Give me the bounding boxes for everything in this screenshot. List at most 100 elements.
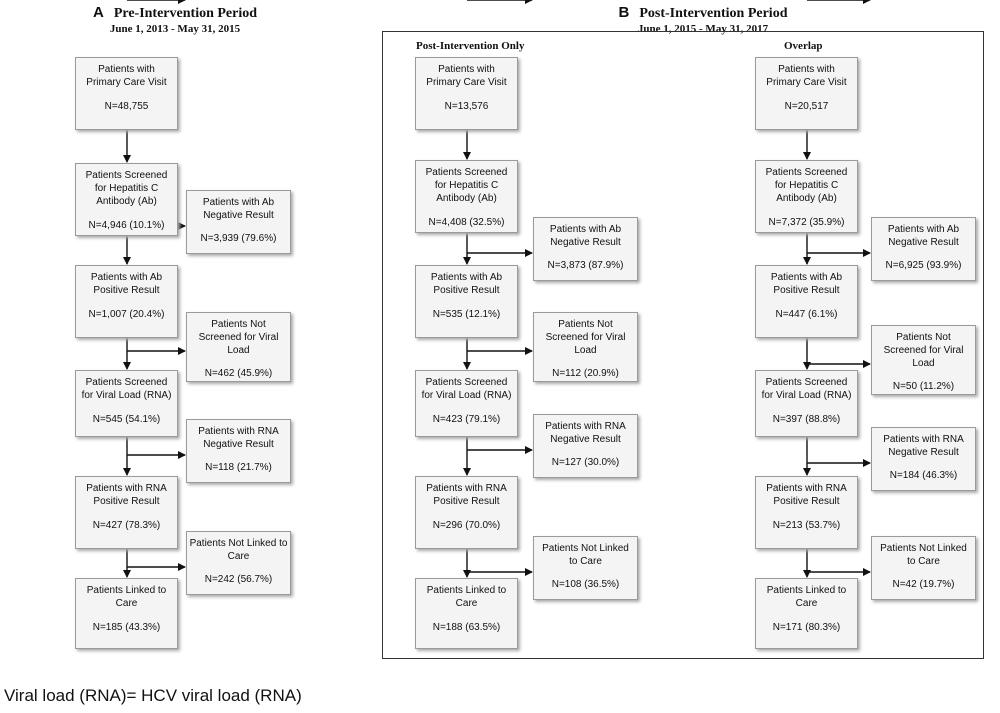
overlap-step-box-count: N=397 (88.8%) — [772, 414, 841, 425]
post-intervention-only-step-box-count: N=188 (63.5%) — [432, 622, 501, 633]
overlap-step-box-count: N=7,372 (35.9%) — [768, 217, 845, 228]
post-intervention-only-step-box-label: Patients with Ab Positive Result — [430, 272, 503, 296]
panel-a-step-box-count: N=427 (78.3%) — [92, 520, 161, 531]
post-intervention-only-excluded-box-label: Patients with RNA Negative Result — [545, 421, 626, 445]
post-intervention-only-excluded-box-label: Patients Not Linked to Care — [542, 543, 629, 567]
post-intervention-only-step-box-label: Patients with Primary Care Visit — [426, 64, 507, 88]
post-intervention-only-step-box-count: N=296 (70.0%) — [432, 520, 501, 531]
post-intervention-only-step-box-count: N=4,408 (32.5%) — [428, 217, 505, 228]
panel-a-step-box-label: Patients Screened for Viral Load (RNA) — [81, 377, 172, 401]
panel-b-title: Post-Intervention Period — [639, 6, 788, 21]
overlap-step-box-label: Patients Screened for Viral Load (RNA) — [761, 377, 852, 401]
panel-a-step-box-count: N=4,946 (10.1%) — [88, 220, 165, 231]
overlap-step-box-label: Patients with RNA Positive Result — [766, 483, 847, 507]
panel-a-step-box: Patients Screened for Viral Load (RNA) N=… — [75, 370, 178, 437]
panel-a-excluded-box-count: N=118 (21.7%) — [205, 462, 272, 473]
overlap-step-box-label: Patients Linked to Care — [766, 585, 847, 609]
post-intervention-only-excluded-box-label: Patients with Ab Negative Result — [549, 224, 622, 248]
post-intervention-only-step-box-count: N=423 (79.1%) — [432, 414, 501, 425]
panel-a-excluded-box-label: Patients with Ab Negative Result — [202, 197, 275, 221]
post-intervention-only-excluded-box-label: Patients Not Screened for Viral Load — [545, 319, 626, 356]
overlap-step-box-count: N=171 (80.3%) — [772, 622, 841, 633]
panel-b-header: B Post-Intervention Period June 1, 2015 -… — [588, 4, 818, 35]
panel-a-letter: A — [92, 4, 104, 21]
panel-a-step-box-count: N=48,755 — [104, 101, 149, 112]
overlap-excluded-box-count: N=50 (11.2%) — [892, 381, 955, 392]
post-intervention-only-excluded-box-count: N=127 (30.0%) — [551, 457, 620, 468]
overlap-step-box-count: N=447 (6.1%) — [775, 309, 838, 320]
panel-a-step-box: Patients Screened for Hepatitis C Antibo… — [75, 163, 178, 236]
overlap-excluded-box-label: Patients with RNA Negative Result — [883, 434, 964, 458]
overlap-step-box-label: Patients with Ab Positive Result — [770, 272, 843, 296]
overlap-excluded-box-label: Patients with Ab Negative Result — [887, 224, 960, 248]
panel-a-excluded-box-label: Patients Not Linked to Care — [189, 538, 288, 562]
post-intervention-only-excluded-box-count: N=108 (36.5%) — [551, 579, 620, 590]
panel-a-step-box-label: Patients with Ab Positive Result — [90, 272, 163, 296]
panel-a-excluded-box-count: N=3,939 (79.6%) — [200, 233, 277, 244]
panel-a-step-box-count: N=1,007 (20.4%) — [88, 309, 165, 320]
post-intervention-only-excluded-box-count: N=112 (20.9%) — [552, 368, 619, 379]
overlap-excluded-box-label: Patients Not Linked to Care — [880, 543, 967, 567]
overlap-step-box-count: N=20,517 — [784, 101, 829, 112]
post-intervention-only-step-box-label: Patients with RNA Positive Result — [426, 483, 507, 507]
panel-a-step-box-label: Patients with Primary Care Visit — [86, 64, 167, 88]
post-intervention-only-step-box-label: Patients Screened for Viral Load (RNA) — [421, 377, 512, 401]
column-heading-post-intervention-only: Post-Intervention Only — [416, 40, 525, 52]
post-intervention-only-excluded-box-count: N=3,873 (87.9%) — [547, 260, 624, 271]
panel-a-step-box-label: Patients with RNA Positive Result — [86, 483, 167, 507]
panel-a-excluded-box-label: Patients Not Screened for Viral Load — [198, 319, 279, 356]
panel-a-excluded-box-count: N=462 (45.9%) — [204, 368, 273, 379]
overlap-step-box-count: N=213 (53.7%) — [772, 520, 841, 531]
panel-b-frame — [382, 31, 984, 659]
footnote: Viral load (RNA)= HCV viral load (RNA) — [4, 686, 302, 705]
overlap-excluded-box-count: N=6,925 (93.9%) — [885, 260, 962, 271]
overlap-excluded-box-count: N=184 (46.3%) — [889, 470, 958, 481]
panel-a-excluded-box-count: N=242 (56.7%) — [204, 574, 273, 585]
post-intervention-only-step-box: Patients Screened for Viral Load (RNA) N=… — [415, 370, 518, 437]
panel-a-step-box-label: Patients Linked to Care — [86, 585, 167, 609]
post-intervention-only-step-box-label: Patients Linked to Care — [426, 585, 507, 609]
panel-b-letter: B — [618, 4, 630, 21]
overlap-step-box-label: Patients Screened for Hepatitis C Antibo… — [765, 167, 848, 204]
post-intervention-only-step-box: Patients Screened for Hepatitis C Antibo… — [415, 160, 518, 233]
panel-a-step-box-count: N=185 (43.3%) — [92, 622, 161, 633]
panel-a-title: Pre-Intervention Period — [113, 6, 258, 21]
post-intervention-only-step-box-label: Patients Screened for Hepatitis C Antibo… — [425, 167, 508, 204]
panel-a-header: A Pre-Intervention Period June 1, 2013 - … — [60, 4, 290, 35]
panel-a-step-box-label: Patients Screened for Hepatitis C Antibo… — [85, 170, 168, 207]
panel-b-dates: June 1, 2015 - May 31, 2017 — [637, 23, 769, 35]
overlap-step-box: Patients Screened for Hepatitis C Antibo… — [755, 160, 858, 233]
panel-a-dates: June 1, 2013 - May 31, 2015 — [109, 23, 241, 35]
overlap-step-box: Patients Screened for Viral Load (RNA) N=… — [755, 370, 858, 437]
overlap-excluded-box-count: N=42 (19.7%) — [892, 579, 955, 590]
overlap-excluded-box-label: Patients Not Screened for Viral Load — [883, 332, 964, 369]
column-heading-overlap: Overlap — [784, 40, 823, 52]
post-intervention-only-step-box-count: N=13,576 — [444, 101, 489, 112]
post-intervention-only-step-box-count: N=535 (12.1%) — [432, 309, 501, 320]
panel-a-step-box-count: N=545 (54.1%) — [92, 414, 161, 425]
